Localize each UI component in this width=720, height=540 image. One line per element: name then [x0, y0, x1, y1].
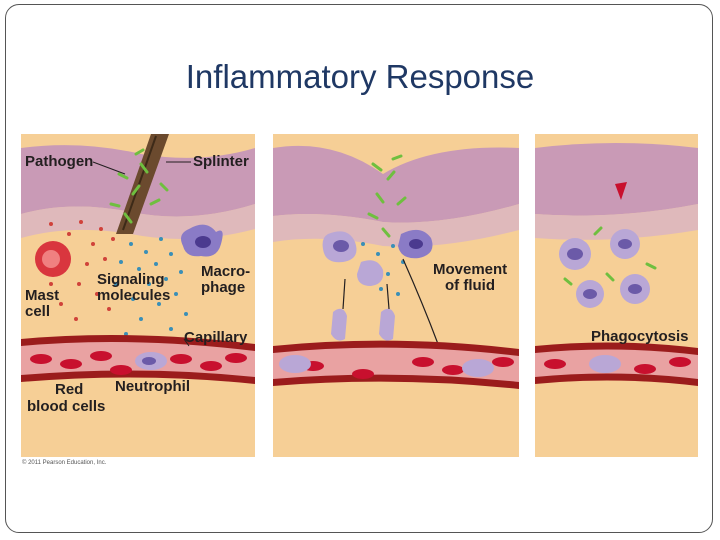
label-movement-line1: Movement [433, 261, 508, 278]
label-mast-line2: cell [25, 303, 51, 320]
label-capillary: Capillary [184, 329, 248, 346]
label-red-line1: Red [55, 381, 84, 398]
label-red-line2: blood cells [27, 398, 106, 415]
label-splinter: Splinter [193, 153, 249, 170]
label-signaling-line1: Signaling [97, 271, 165, 288]
panel-injury: Pathogen Splinter Signaling molecules Ma… [21, 134, 255, 457]
panel-phagocytosis: Phagocytosis [535, 134, 698, 457]
label-macrophage-line2: phage [201, 279, 246, 296]
label-signaling-line2: molecules [97, 287, 171, 304]
panel-phagocytosis-illustration [535, 134, 698, 457]
slide-title: Inflammatory Response [185, 58, 535, 95]
label-mast-line1: Mast [25, 287, 60, 304]
label-neutrophil: Neutrophil [115, 378, 190, 395]
label-movement-line2: of fluid [445, 277, 495, 294]
copyright-notice: © 2011 Pearson Education, Inc. [22, 460, 107, 466]
label-pathogen: Pathogen [25, 153, 94, 170]
label-macrophage-line1: Macro- [201, 263, 251, 280]
label-phagocytosis: Phagocytosis [591, 328, 689, 345]
panel-injury-illustration [21, 134, 255, 457]
panel-fluid-illustration [273, 134, 519, 457]
panel-fluid-movement: Movement of fluid [273, 134, 519, 457]
